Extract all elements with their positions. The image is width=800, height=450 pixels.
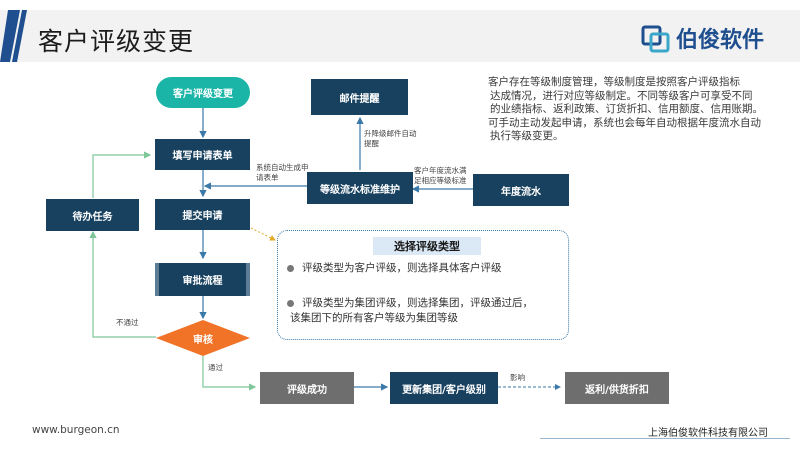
- review-label: 审核: [193, 334, 213, 346]
- rating-type-panel: [277, 230, 569, 340]
- description-line: 客户存在等级制度管理，等级制度是按照客户评级指标: [488, 76, 740, 88]
- pending-tasks-box: 待办任务: [46, 199, 139, 231]
- panel-bullet-1: 评级类型为客户评级，则选择具体客户评级: [302, 262, 502, 274]
- logo-icon: [641, 25, 670, 53]
- footer-company: 上海伯俊软件科技有限公司: [648, 428, 768, 439]
- update-level-box: 更新集团/客户级别: [390, 372, 498, 404]
- annual-meets-label-line2: 足相应等级标准: [414, 176, 467, 185]
- footer-url: www.burgeon.cn: [32, 424, 120, 436]
- footer-divider: [540, 438, 790, 439]
- panel-bullet-2-line1: 评级类型为集团评级，则选择集团，评级通过后，: [302, 297, 533, 309]
- upgrade-mail-label-line2: 提醒: [364, 139, 379, 148]
- panel-bullet-2-line2: 该集团下的所有客户等级为集团等级: [290, 312, 458, 324]
- affects-label: 影响: [510, 373, 525, 382]
- auto-generate-label-line1: 系统自动生成申: [256, 163, 309, 172]
- description-line: 可手动主动发起申请，系统也会每年自动根据年度流水自动: [488, 116, 761, 129]
- description-line: 执行等级变更。: [490, 130, 564, 142]
- panel-title: 选择评级类型: [373, 237, 481, 255]
- not-passed-label: 不通过: [116, 318, 139, 327]
- rating-success-box: 评级成功: [260, 372, 354, 404]
- submit-box: 提交申请: [155, 199, 250, 230]
- bullet-dot: [287, 265, 294, 272]
- description-line: 的业绩指标、返利政策、订货折扣、信用额度、信用账期。: [490, 103, 763, 115]
- logo-text: 伯俊软件: [676, 28, 765, 53]
- annual-meets-label-line1: 客户年度流水满: [414, 166, 467, 175]
- review-diamond: [156, 320, 250, 356]
- rebate-box: 返利/供货折扣: [565, 372, 669, 404]
- auto-generate-label-line2: 请表单: [256, 173, 279, 182]
- upgrade-mail-label-line1: 升降级邮件自动: [364, 129, 417, 138]
- fill-form-box: 填写申请表单: [155, 139, 250, 170]
- passed-label: 通过: [208, 363, 223, 372]
- header-slash-decoration: [0, 10, 27, 62]
- approval-process-box: 审批流程: [155, 263, 250, 296]
- annual-flow-box: 年度流水: [473, 174, 569, 206]
- mail-reminder-box: 邮件提醒: [311, 79, 408, 115]
- level-maintenance-box: 等级流水标准维护: [307, 172, 413, 204]
- description-paragraph: 客户存在等级制度管理，等级制度是按照客户评级指标 达成情况，进行对应等级制定。不…: [488, 76, 800, 144]
- description-line: 达成情况，进行对应等级制定。不同等级客户可享受不同: [490, 89, 753, 102]
- page-title: 客户评级变更: [38, 27, 195, 56]
- bullet-dot: [287, 300, 294, 307]
- start-node: 客户评级变更: [156, 77, 250, 108]
